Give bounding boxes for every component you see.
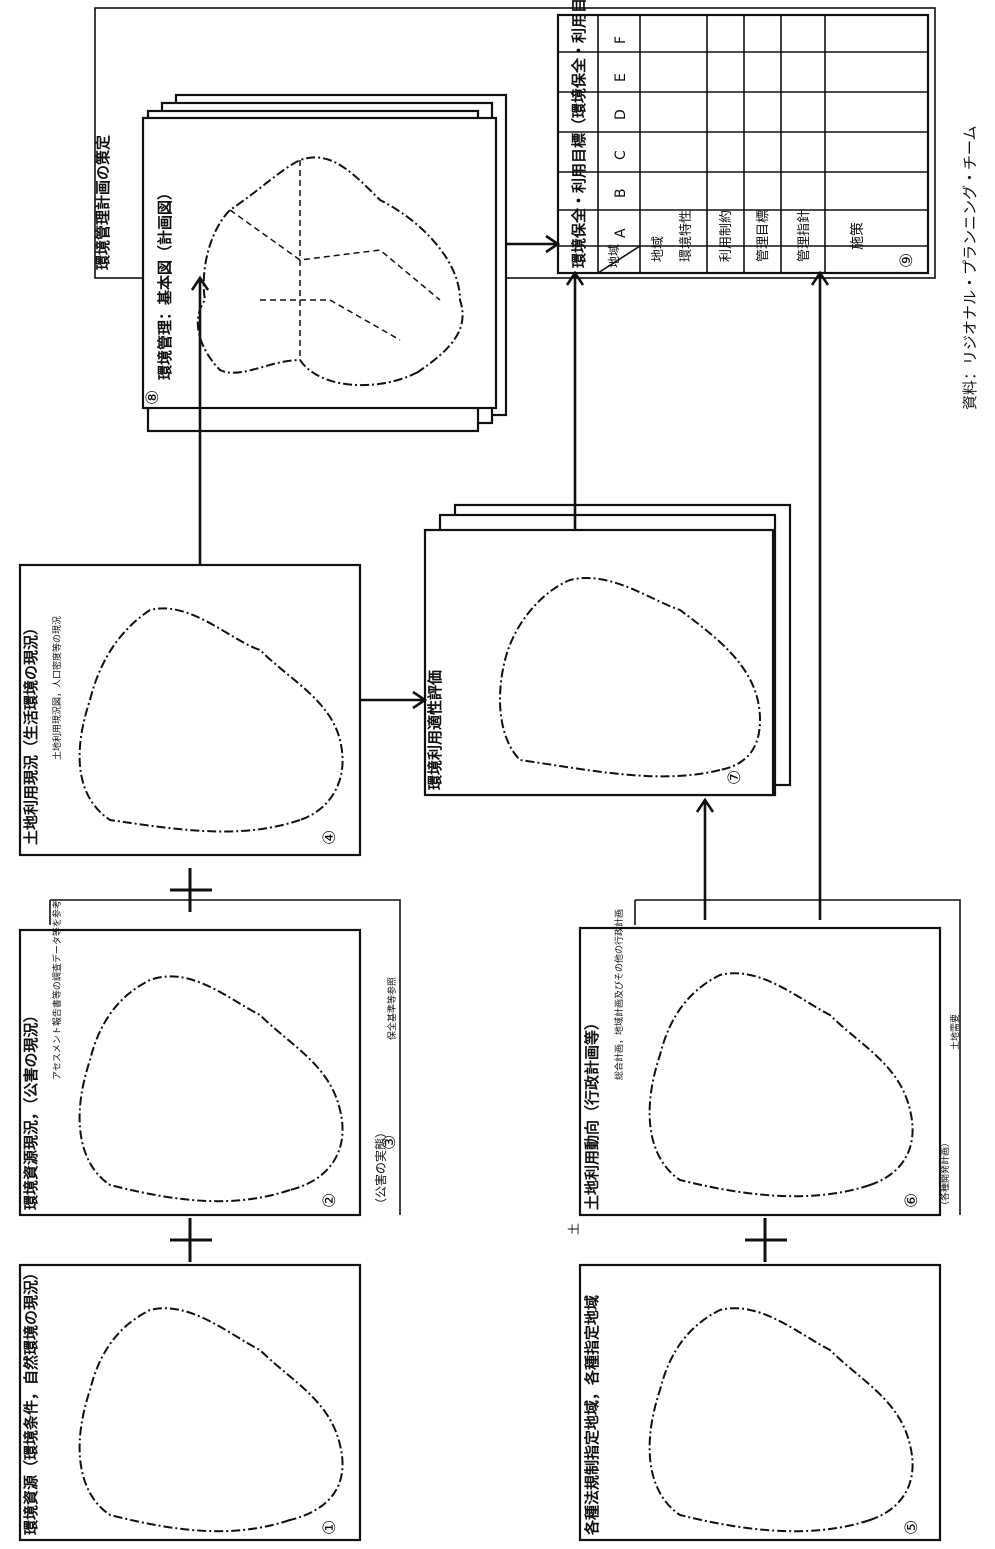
panel-4-note: 土地利用現況図，人口密度等の現況 <box>51 616 63 760</box>
plus-2-4 <box>170 868 212 912</box>
panel-2-number: ② <box>320 1193 340 1208</box>
panel-9-number: ⑨ <box>897 253 917 268</box>
arrow-6-to-7 <box>697 800 713 920</box>
arrow-7-to-9 <box>567 273 583 530</box>
panel-6-number: ⑥ <box>902 1193 922 1208</box>
panel-7-number: ⑦ <box>725 770 745 785</box>
row-5: 施策 <box>849 222 866 250</box>
col-E: E <box>613 73 629 82</box>
panel-4-title: 土地利用現況（生活環境の現況） <box>22 620 40 845</box>
col-A: A <box>613 228 629 238</box>
row-3: 管理目標 <box>756 210 771 262</box>
panel-1-title: 環境資源（環境条件，自然環境の現況） <box>22 1265 40 1535</box>
arrow-8-to-9 <box>506 236 558 252</box>
panel-1: 環境資源（環境条件，自然環境の現況） ① <box>20 1265 360 1540</box>
panel-9-table: 環境保全・利用目標（環境保全・利用目標） 地域 A B C D E F 地域 環… <box>558 0 928 273</box>
col-C: C <box>613 150 629 160</box>
col-B: B <box>613 188 629 198</box>
panel-8-title: 環境管理：基本図（計画図） <box>156 185 174 380</box>
plus-1-2 <box>170 1218 212 1262</box>
panel-8-number: ⑧ <box>143 390 163 405</box>
arrow-6-to-9 <box>812 273 828 920</box>
panel-2: 環境資源現況，（公害の現況） アセスメント報告書等の調査データ等を参考 ② （公… <box>20 900 400 1215</box>
panel-5-title: 各種法規制指定地域，各種指定地域 <box>583 1295 601 1536</box>
planning-outer-title: 環境管理計画の策定 <box>94 135 112 270</box>
panel-4: 土地利用現況（生活環境の現況） 土地利用現況図，人口密度等の現況 ④ <box>20 565 360 855</box>
arrow-4-to-7 <box>360 692 425 708</box>
row-2: 利用制約 <box>719 210 734 262</box>
panel-7: 環境利用適性評価 ⑦ <box>425 505 790 795</box>
panel-8: 環境管理：基本図（計画図） ⑧ <box>143 95 506 431</box>
panel-5: 各種法規制指定地域，各種指定地域 土 ⑤ <box>567 1223 940 1540</box>
panel-6: 土地利用動向（行政計画等） 総合計画，地域計画及びその他の行政計画 ⑥ （各種開… <box>580 909 961 1215</box>
panel-2-note3: 保全基準等参照 <box>386 977 398 1040</box>
panel-5-number: ⑤ <box>902 1520 922 1535</box>
panel-8-frame <box>143 118 496 408</box>
panel-1-number: ① <box>320 1520 340 1535</box>
panel-9-corner: 地域 <box>607 244 621 268</box>
row-1: 環境特性 <box>679 210 694 262</box>
panel-7-title: 環境利用適性評価 <box>426 670 444 790</box>
panel-6-title: 土地利用動向（行政計画等） <box>583 1015 601 1210</box>
col-F: F <box>613 36 629 44</box>
panel-2-note: アセスメント報告書等の調査データ等を参考 <box>51 900 63 1080</box>
panel-2-title: 環境資源現況，（公害の現況） <box>22 1007 40 1210</box>
panel-3-number: ③ <box>380 1135 400 1150</box>
row-0: 地域 <box>651 236 666 262</box>
col-D: D <box>613 109 629 120</box>
panel-9-header: 環境保全・利用目標（環境保全・利用目標） <box>570 0 588 268</box>
source-caption: 資料：リジオナル・プランニング・チーム <box>961 125 979 410</box>
plus-5-6 <box>745 1218 787 1262</box>
panel-5-annot: 土 <box>567 1223 581 1235</box>
row-4: 管理指針 <box>797 210 812 262</box>
panel-6-note: 総合計画，地域計画及びその他の行政計画 <box>613 909 625 1080</box>
panel-4-number: ④ <box>320 830 340 845</box>
panel-6-note2: （各種開発計画） <box>939 1138 951 1210</box>
